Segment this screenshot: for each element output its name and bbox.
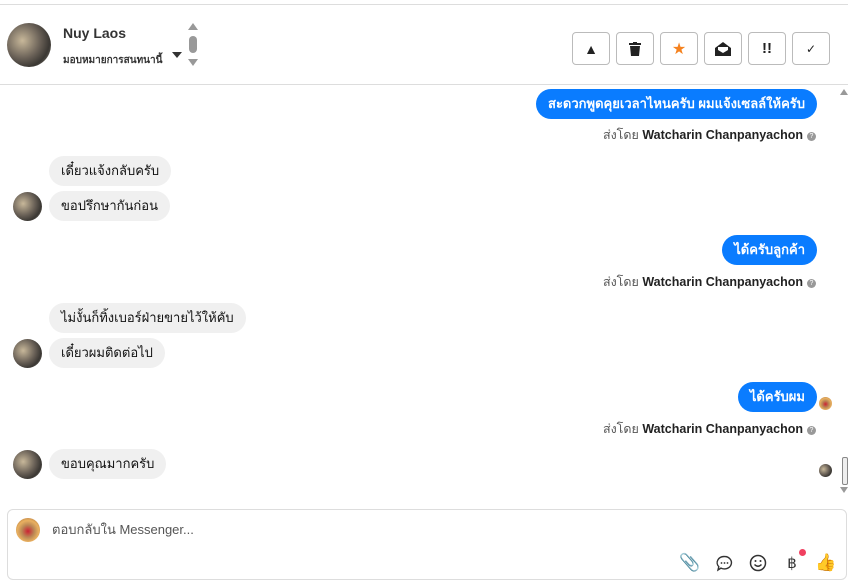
chevron-down-icon[interactable] xyxy=(172,52,182,58)
incoming-message: เดี๋ยวผมติดต่อไป xyxy=(49,338,165,368)
outgoing-message: ได้ครับลูกค้า xyxy=(722,235,817,265)
chat-bubble-icon xyxy=(715,555,732,572)
check-icon: ✓ xyxy=(805,41,817,56)
important-button[interactable]: !! xyxy=(748,32,786,65)
incoming-message: ขอปรึกษากันก่อน xyxy=(49,191,170,221)
header-scrollbar[interactable] xyxy=(187,23,199,71)
outgoing-message: สะดวกพูดคุยเวลาไหนครับ ผมแจ้งเซลล์ให้ครั… xyxy=(536,89,817,119)
info-icon[interactable]: ? xyxy=(807,279,816,288)
sent-by-label: ส่งโดย Watcharin Chanpanyachon? xyxy=(603,125,816,145)
thread-scrollbar[interactable] xyxy=(840,85,848,505)
conversation-header: Nuy Laos มอบหมายการสนทนานี้ ▲ ★ !! ✓ xyxy=(0,5,848,85)
smiley-icon xyxy=(749,554,767,572)
incoming-message: ขอบคุณมากครับ xyxy=(49,449,167,479)
like-button[interactable]: 👍 xyxy=(815,553,837,573)
outgoing-message: ได้ครับผม xyxy=(737,382,817,412)
sent-by-label: ส่งโดย Watcharin Chanpanyachon? xyxy=(603,272,816,292)
delete-button[interactable] xyxy=(616,32,654,65)
star-icon: ★ xyxy=(671,40,687,58)
mark-unread-button[interactable] xyxy=(704,32,742,65)
attach-button[interactable]: 📎 xyxy=(679,553,701,573)
sent-by-label: ส่งโดย Watcharin Chanpanyachon? xyxy=(603,419,816,439)
contact-name: Nuy Laos xyxy=(63,25,127,41)
thumbs-up-icon: 👍 xyxy=(815,553,837,572)
payment-button[interactable]: ฿ xyxy=(782,549,806,573)
reply-composer: 📎 ฿ 👍 xyxy=(7,509,847,580)
paperclip-icon: 📎 xyxy=(679,553,701,572)
emoji-button[interactable] xyxy=(748,553,768,573)
info-icon[interactable]: ? xyxy=(807,132,816,141)
incoming-message: เดี๋ยวแจ้งกลับครับ xyxy=(49,156,172,186)
exclamation-icon: !! xyxy=(762,40,772,57)
contact-avatar xyxy=(13,339,42,368)
star-button[interactable]: ★ xyxy=(660,32,698,65)
warning-icon: ▲ xyxy=(584,40,598,57)
reply-input[interactable] xyxy=(52,522,652,537)
assign-conversation-dropdown[interactable]: มอบหมายการสนทนานี้ xyxy=(63,55,163,66)
seen-avatar xyxy=(819,464,832,477)
contact-avatar xyxy=(13,192,42,221)
envelope-open-icon xyxy=(715,41,731,56)
baht-icon: ฿ xyxy=(787,555,797,572)
top-divider xyxy=(0,4,848,5)
info-icon[interactable]: ? xyxy=(807,426,816,435)
contact-avatar xyxy=(7,23,51,67)
done-button[interactable]: ✓ xyxy=(792,32,830,65)
incoming-message: ไม่งั้นก็ทิ้งเบอร์ฝ่ายขายไว้ให้คับ xyxy=(49,303,246,333)
seen-avatar xyxy=(819,397,832,410)
notification-dot xyxy=(799,549,806,556)
contact-avatar xyxy=(13,450,42,479)
trash-icon xyxy=(629,41,641,56)
spam-button[interactable]: ▲ xyxy=(572,32,610,65)
saved-replies-button[interactable] xyxy=(714,553,734,573)
user-avatar xyxy=(16,518,40,542)
